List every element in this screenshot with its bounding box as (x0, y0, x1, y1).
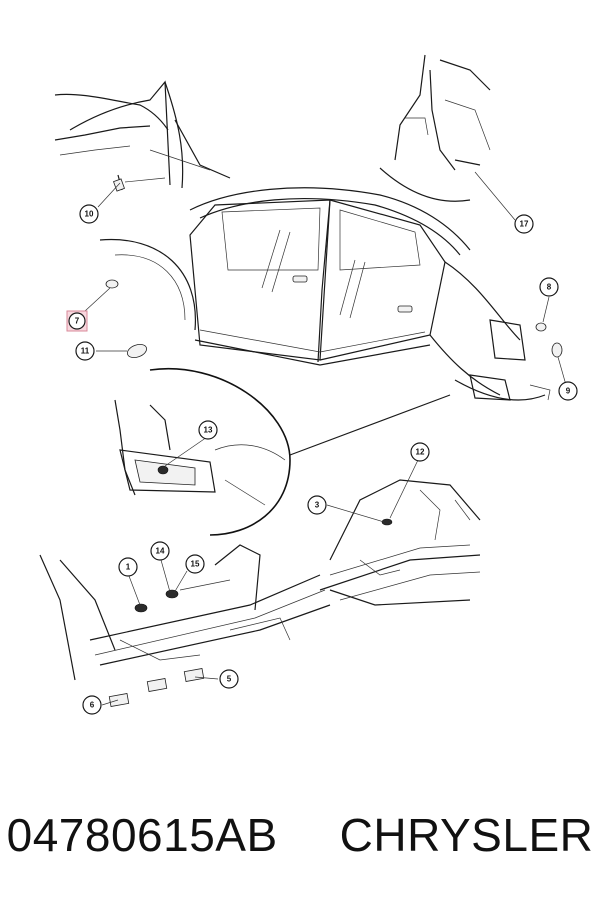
callout-17: 17 (514, 214, 534, 234)
plug-9 (551, 342, 563, 358)
inset-top-left (54, 80, 231, 192)
svg-text:17: 17 (520, 220, 529, 229)
plug-11 (126, 344, 148, 358)
callout-10: 10 (79, 204, 99, 224)
callout-7: 7 (66, 310, 88, 332)
brand-name: CHRYSLER (339, 809, 594, 861)
callout-9: 9 (558, 381, 578, 401)
inset-top-right (379, 54, 491, 202)
inset-middle (114, 399, 286, 506)
svg-text:14: 14 (156, 547, 165, 556)
plug-7 (105, 279, 119, 289)
inset-floor-left (39, 544, 331, 707)
svg-text:13: 13 (204, 426, 213, 435)
plug-8 (535, 322, 547, 332)
parts-diagram: 10 7 11 17 8 9 13 12 3 1 14 15 (39, 54, 578, 715)
svg-text:3: 3 (315, 501, 320, 510)
svg-text:5: 5 (227, 675, 232, 684)
callout-11: 11 (75, 341, 95, 361)
callout-6: 6 (82, 695, 102, 715)
detail-circle-outline (149, 367, 291, 536)
callout-13: 13 (198, 420, 218, 440)
vehicle-side-view (99, 187, 551, 401)
callout-5: 5 (219, 669, 239, 689)
svg-text:11: 11 (81, 347, 90, 356)
callout-8: 8 (539, 277, 559, 297)
svg-text:6: 6 (90, 701, 95, 710)
svg-text:10: 10 (85, 210, 94, 219)
footer: 04780615AB CHRYSLER (0, 790, 600, 880)
callout-3: 3 (307, 495, 327, 515)
callout-1: 1 (118, 557, 138, 577)
svg-text:9: 9 (566, 387, 571, 396)
svg-text:15: 15 (191, 560, 200, 569)
svg-text:8: 8 (547, 283, 552, 292)
part-number: 04780615AB (6, 809, 278, 861)
callout-15: 15 (185, 554, 205, 574)
svg-text:1: 1 (126, 563, 131, 572)
detail-leader (289, 394, 451, 456)
svg-text:12: 12 (416, 448, 425, 457)
inset-floor-right (319, 479, 481, 606)
callout-14: 14 (150, 541, 170, 561)
leader-lines (84, 171, 567, 706)
svg-text:7: 7 (75, 317, 80, 326)
callout-12: 12 (410, 442, 430, 462)
